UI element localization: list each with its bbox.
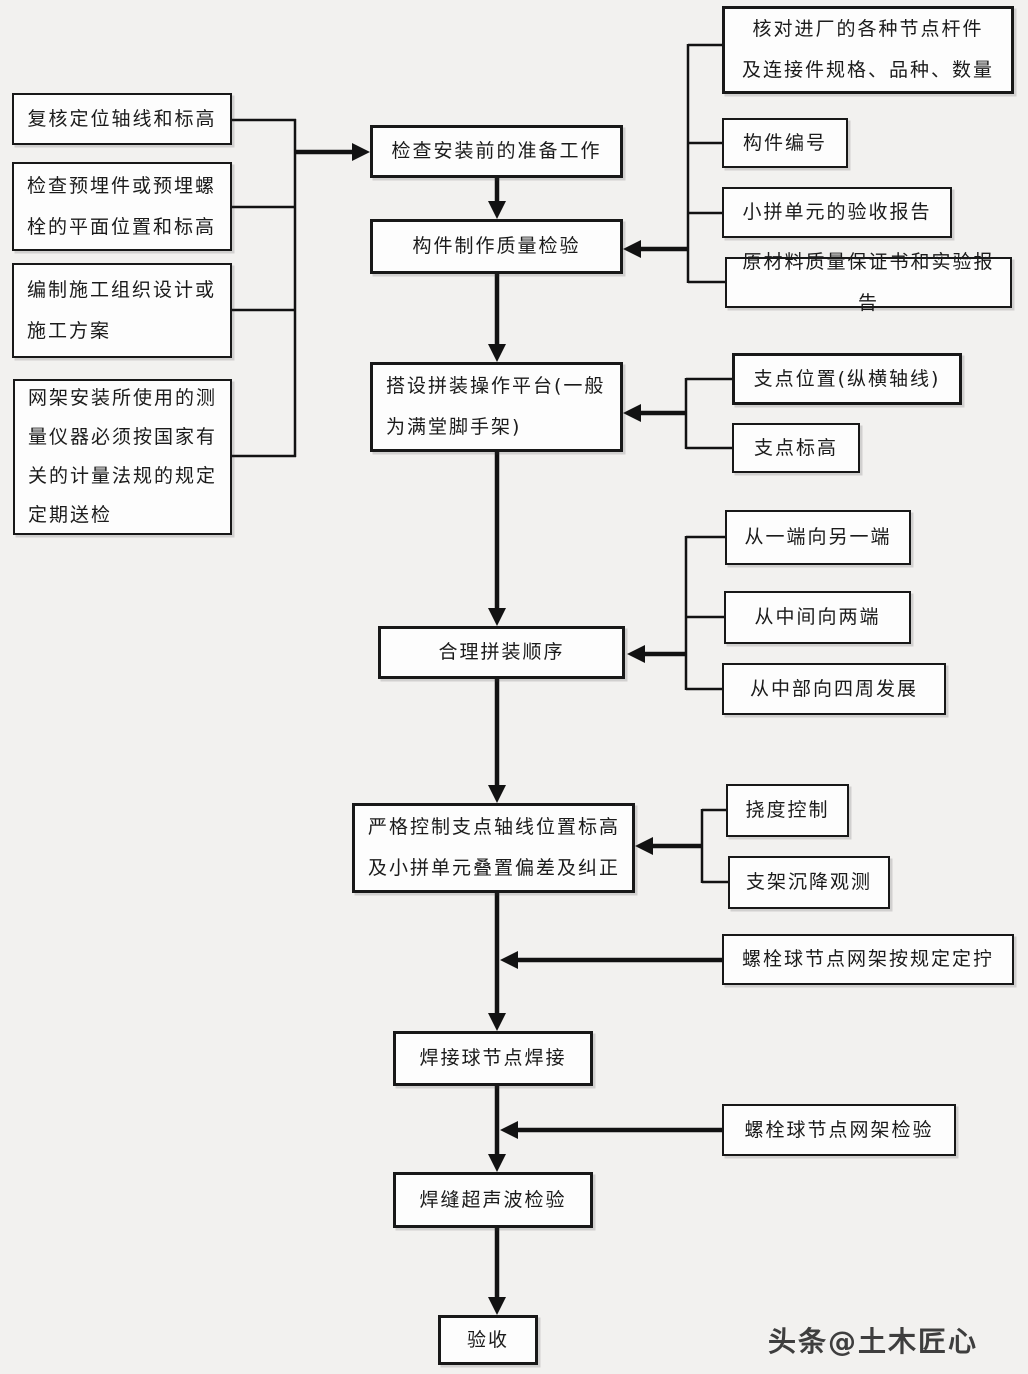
arrow-into-assembly-sequence xyxy=(627,645,645,663)
node-check-embedded-parts: 检查预埋件或预埋螺 栓的平面位置和标高 xyxy=(12,162,232,251)
node-label: 挠度控制 xyxy=(745,799,830,822)
node-label: 搭设拼装操作平台(一般 为满堂脚手架) xyxy=(386,375,606,438)
node-label: 螺栓球节点网架按规定定拧 xyxy=(741,948,994,971)
node-center-outward: 从中部向四周发展 xyxy=(722,663,946,715)
bolted-inspection-arrow xyxy=(500,1121,722,1139)
watermark-text: 头条@土木匠心 xyxy=(768,1325,979,1358)
node-label: 螺栓球节点网架检验 xyxy=(744,1118,934,1141)
node-weld-ultrasonic-inspection: 焊缝超声波检验 xyxy=(393,1172,593,1228)
node-label: 构件制作质量检验 xyxy=(412,235,581,258)
main-trunk xyxy=(488,178,506,1315)
node-component-fabrication-quality-inspection: 构件制作质量检验 xyxy=(370,219,623,274)
node-label: 验收 xyxy=(466,1328,509,1351)
node-bolted-ball-inspection: 螺栓球节点网架检验 xyxy=(722,1104,956,1156)
node-label: 复核定位轴线和标高 xyxy=(27,107,217,130)
arrow-into-strict-control xyxy=(635,837,653,855)
node-label: 网架安装所使用的测 量仪器必须按国家有 关的计量法规的规定 定期送检 xyxy=(28,387,218,526)
node-end-to-end: 从一端向另一端 xyxy=(725,510,911,565)
node-label: 从一端向另一端 xyxy=(744,526,892,549)
node-bolted-ball-tightening: 螺栓球节点网架按规定定拧 xyxy=(722,934,1014,985)
left-group-connectors xyxy=(232,118,370,458)
node-label: 支架沉降观测 xyxy=(745,871,872,894)
node-label: 构件编号 xyxy=(742,131,827,154)
node-label: 焊接球节点焊接 xyxy=(419,1047,567,1070)
node-label: 检查预埋件或预埋螺 栓的平面位置和标高 xyxy=(27,174,217,238)
node-control-support-axis-elevation: 严格控制支点轴线位置标高 及小拼单元叠置偏差及纠正 xyxy=(352,803,635,893)
right-group2-connectors xyxy=(623,377,732,450)
node-small-unit-acceptance-report: 小拼单元的验收报告 xyxy=(722,187,952,238)
node-label: 从中间向两端 xyxy=(754,606,881,629)
node-label: 合理拼装顺序 xyxy=(438,641,565,664)
node-label: 严格控制支点轴线位置标高 及小拼单元叠置偏差及纠正 xyxy=(368,816,621,879)
node-label: 从中部向四周发展 xyxy=(749,677,918,700)
right-group1-connectors xyxy=(623,43,725,284)
arrow-into-preparation xyxy=(352,143,370,161)
node-label: 支点标高 xyxy=(753,436,838,459)
node-component-numbering: 构件编号 xyxy=(722,118,848,168)
right-group3-connectors xyxy=(627,535,725,691)
node-support-elevation: 支点标高 xyxy=(732,423,860,473)
node-raw-material-certificates: 原材料质量保证书和实验报告 xyxy=(725,251,1012,314)
node-recheck-positioning-axes: 复核定位轴线和标高 xyxy=(12,93,232,145)
node-check-pre-installation-preparation: 检查安装前的准备工作 xyxy=(370,125,623,178)
arrow-into-fabrication-inspection xyxy=(623,240,641,258)
node-label: 编制施工组织设计或 施工方案 xyxy=(27,278,217,342)
right-group4-connectors xyxy=(635,808,728,884)
node-label: 检查安装前的准备工作 xyxy=(391,140,602,163)
node-deflection-control: 挠度控制 xyxy=(726,784,849,837)
node-acceptance: 验收 xyxy=(438,1315,538,1365)
node-label: 原材料质量保证书和实验报告 xyxy=(742,250,995,314)
arrow-into-assembly-platform xyxy=(623,404,641,422)
node-welded-ball-joint-welding: 焊接球节点焊接 xyxy=(393,1031,593,1086)
node-verify-incoming-members: 核对进厂的各种节点杆件 及连接件规格、品种、数量 xyxy=(722,6,1014,94)
node-assembly-platform: 搭设拼装操作平台(一般 为满堂脚手架) xyxy=(370,362,623,452)
node-label: 小拼单元的验收报告 xyxy=(742,201,932,224)
node-label: 核对进厂的各种节点杆件 及连接件规格、品种、数量 xyxy=(741,18,994,81)
node-compile-construction-plan: 编制施工组织设计或 施工方案 xyxy=(12,263,232,358)
node-middle-to-ends: 从中间向两端 xyxy=(724,591,911,644)
node-assembly-sequence: 合理拼装顺序 xyxy=(378,626,625,679)
node-label: 焊缝超声波检验 xyxy=(419,1188,567,1211)
node-measuring-instruments-inspection: 网架安装所使用的测 量仪器必须按国家有 关的计量法规的规定 定期送检 xyxy=(13,379,232,535)
node-support-position: 支点位置(纵横轴线) xyxy=(732,353,962,405)
bolted-tightening-arrow xyxy=(500,951,722,969)
node-label: 支点位置(纵横轴线) xyxy=(753,367,941,390)
node-support-settlement-observation: 支架沉降观测 xyxy=(728,856,890,909)
